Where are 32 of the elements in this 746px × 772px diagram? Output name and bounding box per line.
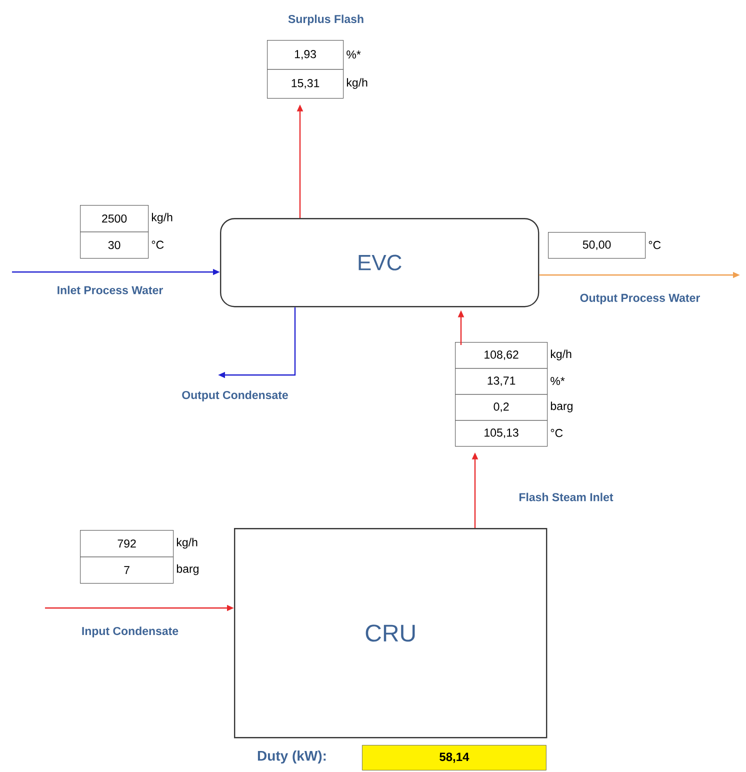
unit-label: °C: [648, 240, 661, 250]
value-cell: 15,31: [267, 69, 344, 99]
edge-label: Input Condensate: [80, 626, 180, 638]
table-heading: Surplus Flash: [288, 14, 364, 26]
unit-label: °C: [550, 428, 563, 438]
unit-label: %*: [346, 50, 361, 59]
value-cell: 30: [80, 232, 149, 259]
process-box: CRU: [234, 528, 548, 738]
edge-label: Flash Steam Inlet: [518, 492, 614, 502]
unit-label: kg/h: [176, 538, 198, 549]
value-cell: 0,2: [455, 394, 548, 421]
unit-label: barg: [176, 564, 198, 576]
value-cell: 792: [80, 530, 174, 558]
unit-label: kg/h: [550, 350, 572, 360]
duty-label: Duty (kW):: [258, 750, 326, 764]
value-cell: 108,62: [455, 342, 548, 369]
value-cell: 105,13: [455, 420, 548, 447]
unit-label: %*: [550, 376, 565, 386]
unit-label: kg/h: [346, 78, 368, 89]
unit-label: °C: [152, 240, 164, 249]
edge-label: Output Condensate: [180, 390, 290, 402]
process-box: EVC: [220, 218, 540, 308]
unit-label: barg: [550, 402, 572, 412]
value-cell: 1,93: [267, 40, 344, 70]
value-cell: 7: [80, 556, 174, 584]
value-cell: 2500: [80, 205, 149, 232]
value-cell: 13,71: [455, 368, 548, 395]
result-cell: 58,14: [362, 745, 546, 770]
value-cell: 50,00: [548, 232, 646, 259]
edge-label: Inlet Process Water: [56, 284, 164, 296]
edge-label: Output Process Water: [578, 292, 702, 306]
unit-label: kg/h: [152, 212, 172, 224]
